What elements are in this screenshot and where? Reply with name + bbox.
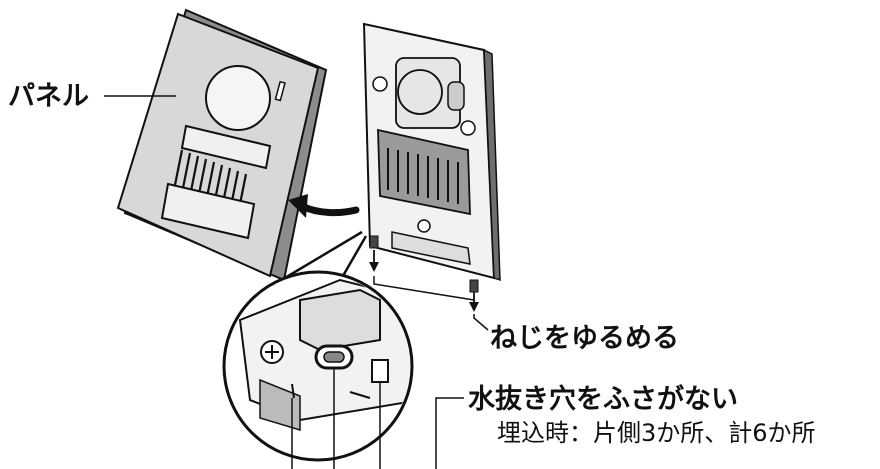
screw-icon: [469, 279, 479, 312]
drain-warning-label: 水抜き穴をふさがない: [468, 384, 738, 415]
call-button: [160, 182, 256, 240]
screw-leader-bracket: [373, 276, 489, 331]
camera-lens: [205, 65, 271, 131]
screw-icon: [369, 235, 379, 272]
down-arrow-icon: [469, 302, 479, 312]
down-arrow-icon: [369, 262, 379, 272]
back-body: [362, 22, 501, 282]
drain-count-note: 埋込時：片側3か所、計6か所: [497, 419, 816, 447]
drain-leader-lines: [291, 368, 464, 469]
drain-hole: [371, 359, 389, 383]
front-panel: [116, 8, 328, 282]
loosen-screws-label: ねじをゆるめる: [490, 323, 679, 354]
panel-label: パネル: [8, 81, 89, 112]
indicator-light: [274, 80, 286, 102]
curved-arrow-icon: [288, 194, 360, 218]
nameplate-slot: [180, 124, 272, 170]
magnifier-circle: [222, 270, 414, 462]
